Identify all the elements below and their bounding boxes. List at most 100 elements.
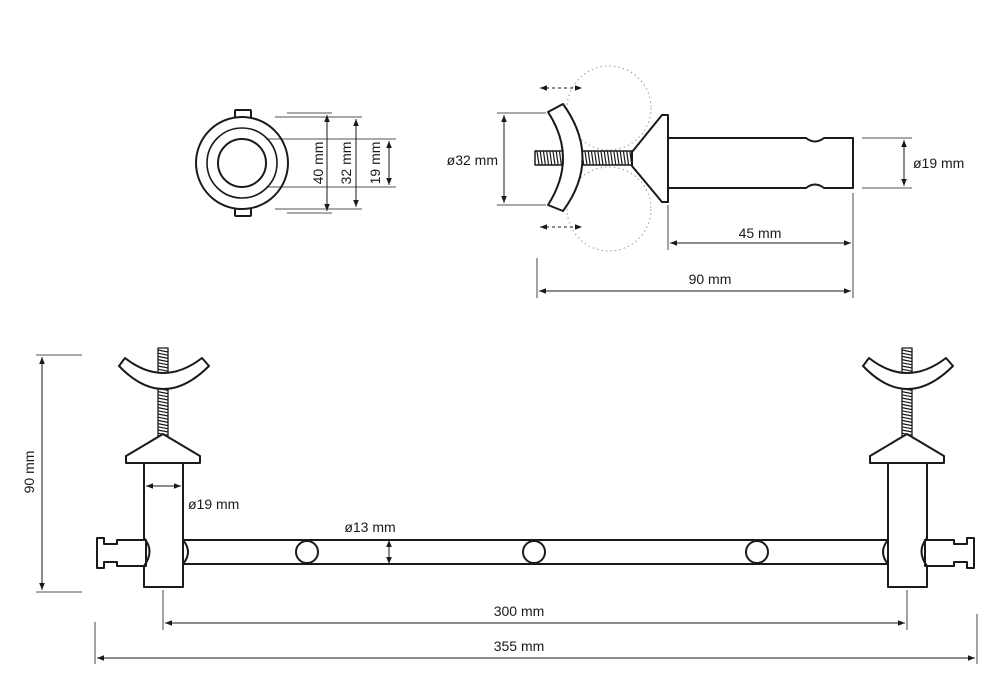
thread-line (901, 407, 913, 411)
bar-notch-1 (295, 540, 319, 564)
thread-line (157, 362, 169, 366)
label-overall-height: 90 mm (21, 451, 37, 494)
thread-line (901, 349, 913, 353)
bar-left-groove (182, 539, 189, 565)
thread-line (901, 355, 913, 359)
thread-line (622, 150, 626, 166)
thread-line (901, 419, 913, 423)
thread-line (542, 150, 546, 166)
end-view: 40 mm 32 mm 19 mm (195, 109, 396, 217)
label-end-mid: 32 mm (338, 142, 354, 185)
thread-line (157, 391, 169, 395)
thread-line (157, 368, 169, 372)
pipe-outline-bottom (566, 166, 652, 252)
thread-line (552, 150, 556, 166)
thread-line (157, 403, 169, 407)
thread-line (157, 429, 169, 433)
label-overall-length: 355 mm (494, 638, 545, 654)
side-view: ø19 mm ø32 mm 45 mm 90 mm (447, 65, 964, 298)
thread-line (157, 426, 169, 430)
curved-clamp (547, 103, 584, 212)
thread-line (558, 150, 562, 166)
thread-line (157, 365, 169, 369)
thread-line (610, 150, 614, 166)
label-post-dia-front: ø19 mm (188, 496, 239, 512)
thread-line (157, 423, 169, 427)
thread-line (600, 150, 604, 166)
left-clamp (118, 357, 210, 390)
thread-line (901, 403, 913, 407)
thread-line (597, 150, 601, 166)
thread-line (157, 359, 169, 363)
thread-line (590, 150, 594, 166)
thread-line (901, 352, 913, 356)
left-post (143, 462, 184, 588)
left-end-cap (96, 537, 147, 569)
thread-line (901, 394, 913, 398)
post-body (667, 137, 854, 189)
thread-line (555, 150, 559, 166)
thread-line (539, 150, 543, 166)
right-post-groove (920, 537, 928, 567)
thread-line (901, 423, 913, 427)
thread-line (603, 150, 607, 166)
thread-line (901, 362, 913, 366)
thread-line (584, 150, 588, 166)
pipe-outline-top (566, 65, 652, 151)
label-end-inner: 19 mm (367, 142, 383, 185)
front-view: 90 mm ø19 mm (21, 347, 978, 664)
label-post-length: 45 mm (739, 225, 782, 241)
thread-line (157, 355, 169, 359)
end-view-inner-ring (217, 138, 267, 188)
right-bracket (862, 347, 975, 588)
thread-line (157, 419, 169, 423)
cone-base (631, 114, 669, 203)
thread-line (901, 365, 913, 369)
thread-line (616, 150, 620, 166)
thread-line (157, 413, 169, 417)
thread-line (536, 150, 540, 166)
label-bar-dia: ø13 mm (344, 519, 395, 535)
bar-notch-2 (522, 540, 546, 564)
thread-line (157, 400, 169, 404)
thread-line (901, 397, 913, 401)
thread-line (606, 150, 610, 166)
thread-line (157, 349, 169, 353)
thread-line (613, 150, 617, 166)
thread-line (901, 413, 913, 417)
label-end-outer: 40 mm (310, 142, 326, 185)
thread-line (901, 410, 913, 414)
thread-line (626, 150, 630, 166)
thread-line (901, 416, 913, 420)
bar-right-groove (882, 539, 889, 565)
bar-notch-3 (745, 540, 769, 564)
thread-line (901, 391, 913, 395)
label-bracket-length: 90 mm (689, 271, 732, 287)
thread-line (157, 410, 169, 414)
thread-line (619, 150, 623, 166)
thread-line (546, 150, 550, 166)
thread-line (157, 416, 169, 420)
left-cone-base (125, 433, 201, 464)
thread-line (901, 368, 913, 372)
thread-line (901, 359, 913, 363)
right-post (887, 462, 928, 588)
thread-line (594, 150, 598, 166)
thread-line (587, 150, 591, 166)
label-post-dia: ø19 mm (913, 155, 964, 171)
thread-line (901, 429, 913, 433)
thread-line (157, 407, 169, 411)
thread-line (157, 397, 169, 401)
thread-line (901, 400, 913, 404)
right-end-cap (924, 537, 975, 569)
right-cone-base (869, 433, 945, 464)
right-clamp (862, 357, 954, 390)
label-bar-length: 300 mm (494, 603, 545, 619)
left-post-groove (143, 537, 151, 567)
label-clamp-dia: ø32 mm (447, 152, 498, 168)
thread-line (157, 394, 169, 398)
thread-line (157, 352, 169, 356)
thread-line (549, 150, 553, 166)
thread-line (901, 426, 913, 430)
